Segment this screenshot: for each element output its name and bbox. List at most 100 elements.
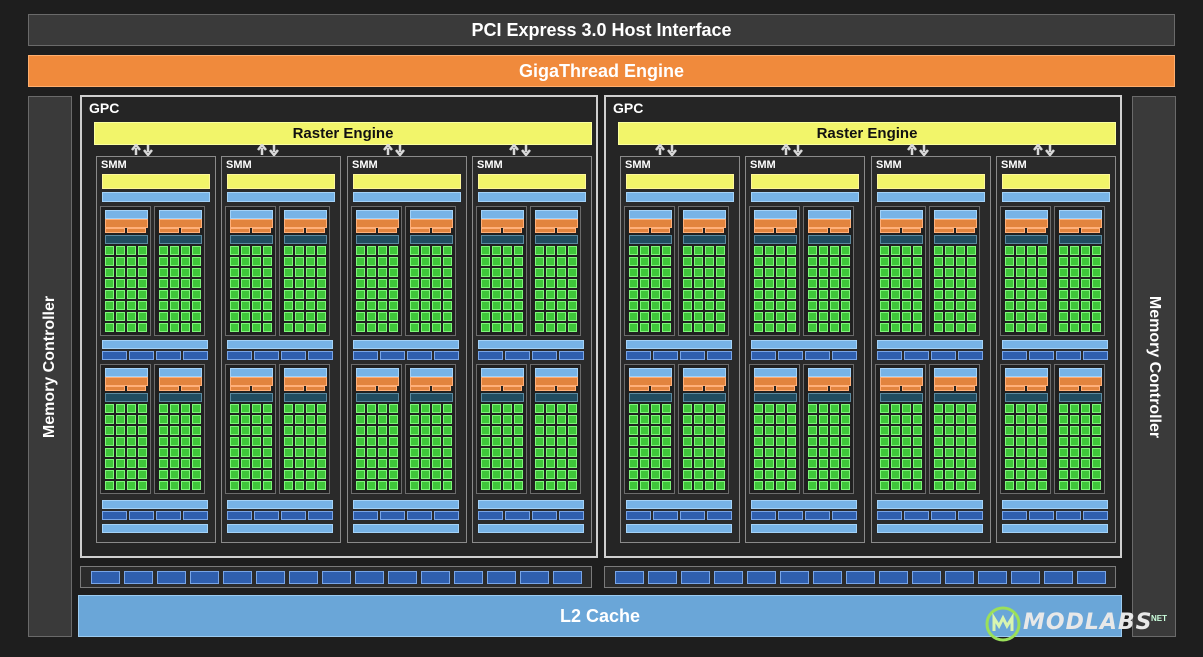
cuda-core: [776, 426, 785, 435]
cuda-core: [230, 459, 239, 468]
cuda-core: [1081, 415, 1090, 424]
cuda-core: [1027, 257, 1036, 266]
cuda-core: [808, 301, 817, 310]
cuda-core: [159, 268, 168, 277]
cache-strip: [353, 500, 459, 509]
memory-block: [680, 570, 710, 584]
cuda-core: [934, 301, 943, 310]
cuda-core: [367, 312, 376, 321]
cuda-core: [787, 437, 796, 446]
cuda-core-grid: [683, 246, 725, 332]
cuda-core: [514, 246, 523, 255]
cuda-core: [263, 268, 272, 277]
cuda-core: [514, 279, 523, 288]
cuda-core: [241, 268, 250, 277]
cuda-core: [378, 437, 387, 446]
instruction-cache: [751, 174, 859, 189]
cuda-core: [1059, 404, 1068, 413]
cuda-core: [306, 415, 315, 424]
cuda-core-grid: [230, 404, 272, 490]
cuda-core: [765, 437, 774, 446]
instruction-buffer: [481, 210, 524, 219]
warp-scheduler: [535, 219, 578, 228]
dispatch-units: [105, 228, 146, 233]
cuda-core: [1005, 246, 1014, 255]
unit-row: [478, 351, 584, 360]
cuda-core: [443, 415, 452, 424]
cuda-core: [568, 257, 577, 266]
unit-row: [227, 351, 333, 360]
cuda-core-grid: [880, 404, 922, 490]
cuda-core: [421, 290, 430, 299]
cuda-core: [1016, 437, 1025, 446]
unit-row: [1002, 511, 1108, 520]
cuda-core: [492, 470, 501, 479]
cuda-core: [284, 279, 293, 288]
register-file: [629, 393, 672, 402]
cuda-core: [830, 470, 839, 479]
cuda-core: [514, 459, 523, 468]
memory-block: [453, 570, 483, 584]
cuda-core: [765, 290, 774, 299]
cuda-core: [378, 426, 387, 435]
cuda-core: [1059, 279, 1068, 288]
cuda-core: [934, 437, 943, 446]
cuda-core: [170, 323, 179, 332]
cuda-core: [841, 312, 850, 321]
cuda-core: [819, 312, 828, 321]
cuda-core: [1070, 246, 1079, 255]
modlabs-logo: MODLABS NET: [985, 603, 1185, 645]
warp-scheduler: [629, 377, 672, 386]
cuda-core: [378, 279, 387, 288]
cuda-core: [105, 448, 114, 457]
cuda-core: [421, 279, 430, 288]
cuda-core: [284, 323, 293, 332]
cuda-core: [902, 481, 911, 490]
cuda-core: [1059, 301, 1068, 310]
warp-scheduler: [159, 377, 202, 386]
cuda-core: [694, 279, 703, 288]
cuda-core: [389, 415, 398, 424]
cuda-core: [787, 459, 796, 468]
cuda-core: [662, 437, 671, 446]
register-file: [808, 393, 851, 402]
cuda-core: [830, 404, 839, 413]
cuda-core: [902, 301, 911, 310]
cuda-core: [716, 290, 725, 299]
register-file: [230, 235, 273, 244]
instruction-buffer: [284, 368, 327, 377]
cuda-core: [1027, 481, 1036, 490]
cuda-core: [841, 257, 850, 266]
cuda-core: [481, 437, 490, 446]
cuda-core: [1038, 415, 1047, 424]
instruction-buffer: [754, 368, 797, 377]
cache-strip: [751, 340, 857, 349]
cuda-core: [192, 323, 201, 332]
warp-scheduler: [356, 377, 399, 386]
cuda-core: [514, 470, 523, 479]
raster-engine-label: Raster Engine: [292, 125, 394, 142]
cuda-core: [705, 312, 714, 321]
cuda-core: [1059, 268, 1068, 277]
processing-block: [225, 364, 276, 494]
cuda-core: [356, 279, 365, 288]
cuda-core: [170, 312, 179, 321]
cuda-core: [568, 415, 577, 424]
cuda-core: [662, 257, 671, 266]
cuda-core: [629, 323, 638, 332]
cuda-core: [492, 301, 501, 310]
cuda-core: [181, 470, 190, 479]
instruction-cache: [626, 174, 734, 189]
cuda-core: [241, 448, 250, 457]
cuda-core: [546, 437, 555, 446]
cuda-core: [830, 301, 839, 310]
cuda-core: [492, 459, 501, 468]
cuda-core: [640, 257, 649, 266]
cuda-core: [546, 246, 555, 255]
cuda-core: [230, 415, 239, 424]
processing-block: [1054, 364, 1105, 494]
cuda-core: [105, 481, 114, 490]
cuda-core: [295, 481, 304, 490]
cuda-core: [241, 459, 250, 468]
cuda-core: [241, 290, 250, 299]
